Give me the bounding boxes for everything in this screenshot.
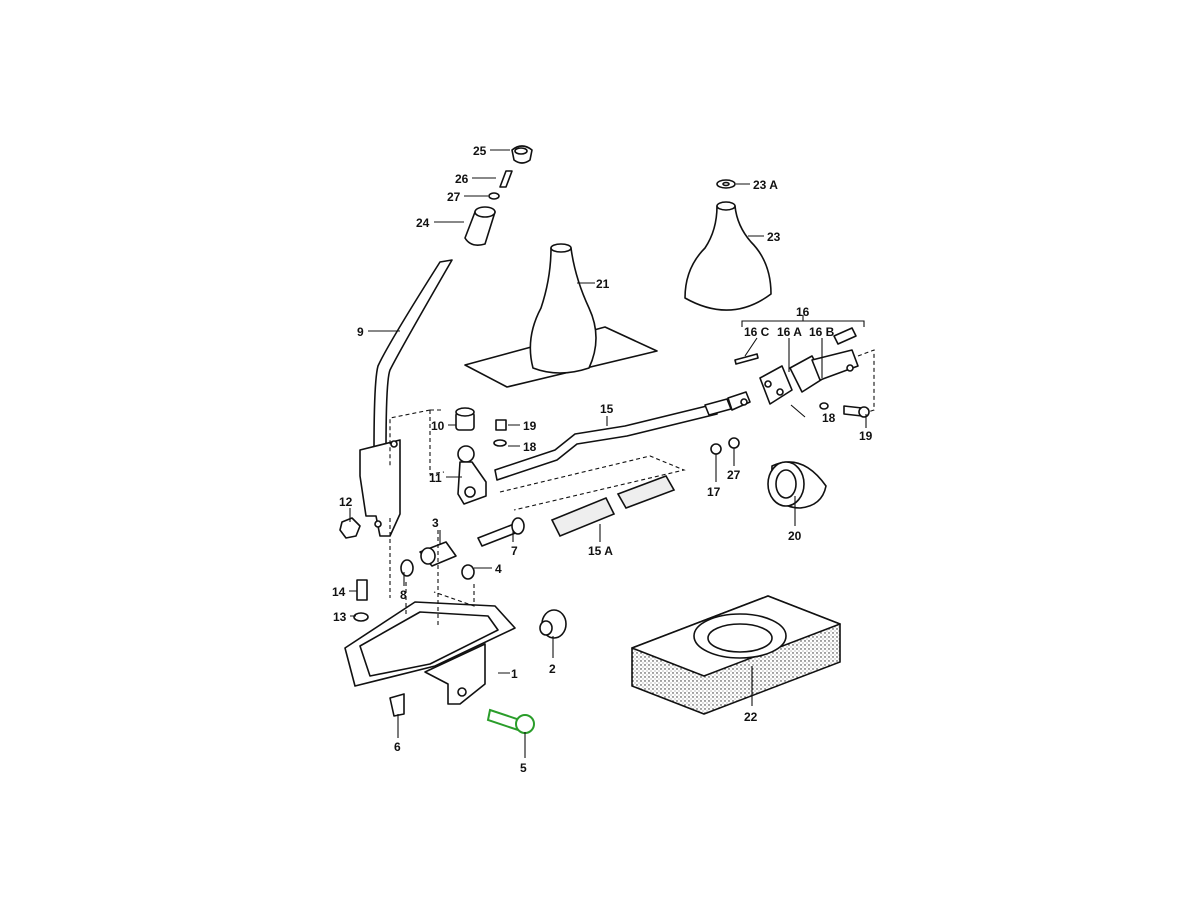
part-19-bolt-left[interactable] <box>495 419 507 431</box>
part-10-bushing[interactable] <box>455 407 475 431</box>
label-21[interactable]: 21 <box>596 277 610 291</box>
part-17-nut[interactable] <box>710 443 722 455</box>
part-27-washer[interactable] <box>488 192 500 200</box>
part-16c-bolt[interactable] <box>734 353 759 365</box>
label-22[interactable]: 22 <box>744 710 758 724</box>
part-labels: 25 26 27 24 23 A 23 21 9 16 16 C 16 A 16… <box>332 144 873 775</box>
label-20[interactable]: 20 <box>788 529 802 543</box>
part-27-washer-right[interactable] <box>728 437 740 449</box>
part-14-bolt[interactable] <box>356 579 368 601</box>
part-16b-bolt[interactable] <box>833 327 857 345</box>
part-7-pin[interactable] <box>477 517 525 547</box>
part-25-cap[interactable] <box>511 145 533 164</box>
part-21-boot[interactable] <box>464 243 658 388</box>
label-12[interactable]: 12 <box>339 495 353 509</box>
part-4-ring[interactable] <box>461 564 475 580</box>
part-8-ring[interactable] <box>400 559 414 577</box>
leader-lines <box>349 149 867 758</box>
label-24[interactable]: 24 <box>416 216 430 230</box>
label-16[interactable]: 16 <box>796 305 810 319</box>
label-11[interactable]: 11 <box>429 471 442 485</box>
label-2[interactable]: 2 <box>549 662 556 676</box>
part-23-boot[interactable] <box>684 201 772 311</box>
label-4[interactable]: 4 <box>495 562 502 576</box>
part-9-shift-lever[interactable] <box>359 259 453 537</box>
part-11-lever-ball[interactable] <box>457 445 487 505</box>
label-6[interactable]: 6 <box>394 740 401 754</box>
dashed-guide-rod <box>499 455 686 511</box>
label-18-right[interactable]: 18 <box>822 411 836 425</box>
part-5-bolt[interactable] <box>486 708 535 734</box>
part-12-nut[interactable] <box>339 517 361 539</box>
part-16a-flange[interactable] <box>759 365 793 405</box>
part-6-clip[interactable] <box>389 693 405 717</box>
part-22-foam-block[interactable] <box>631 595 841 715</box>
label-1[interactable]: 1 <box>511 667 518 681</box>
label-7[interactable]: 7 <box>511 544 518 558</box>
label-15[interactable]: 15 <box>600 402 614 416</box>
part-19-bolt-right[interactable] <box>843 405 870 418</box>
label-27-right[interactable]: 27 <box>727 468 741 482</box>
part-20-bellows[interactable] <box>767 461 827 509</box>
label-9[interactable]: 9 <box>357 325 364 339</box>
label-27[interactable]: 27 <box>447 190 461 204</box>
part-13-washer[interactable] <box>353 612 369 622</box>
label-13[interactable]: 13 <box>333 610 347 624</box>
part-26-screw[interactable] <box>499 170 513 188</box>
part-18-washer-right[interactable] <box>819 402 829 410</box>
label-19-right[interactable]: 19 <box>859 429 873 443</box>
part-15a-sleeves[interactable] <box>550 475 676 538</box>
part-16-coupling[interactable] <box>789 349 859 393</box>
part-15-shift-rod[interactable] <box>494 391 751 481</box>
label-23a[interactable]: 23 A <box>753 178 778 192</box>
label-3[interactable]: 3 <box>432 516 439 530</box>
part-24-knob[interactable] <box>464 206 496 246</box>
dashed-guide <box>857 349 875 415</box>
label-8[interactable]: 8 <box>400 588 407 602</box>
label-25[interactable]: 25 <box>473 144 487 158</box>
label-16b[interactable]: 16 B <box>809 325 835 339</box>
label-16c[interactable]: 16 C <box>744 325 770 339</box>
label-14[interactable]: 14 <box>332 585 346 599</box>
label-17[interactable]: 17 <box>707 485 721 499</box>
label-16a[interactable]: 16 A <box>777 325 802 339</box>
label-10[interactable]: 10 <box>431 419 445 433</box>
dashed-guide-left <box>389 409 445 475</box>
label-19-left[interactable]: 19 <box>523 419 537 433</box>
label-23[interactable]: 23 <box>767 230 781 244</box>
part-2-plug[interactable] <box>539 609 567 639</box>
label-26[interactable]: 26 <box>455 172 469 186</box>
label-18-left[interactable]: 18 <box>523 440 537 454</box>
part-18-washer-left[interactable] <box>493 439 507 447</box>
label-5[interactable]: 5 <box>520 761 527 775</box>
part-23a-ring[interactable] <box>716 179 736 189</box>
label-15a[interactable]: 15 A <box>588 544 613 558</box>
part-1-housing[interactable] <box>344 601 516 705</box>
bracket-16 <box>741 315 865 327</box>
